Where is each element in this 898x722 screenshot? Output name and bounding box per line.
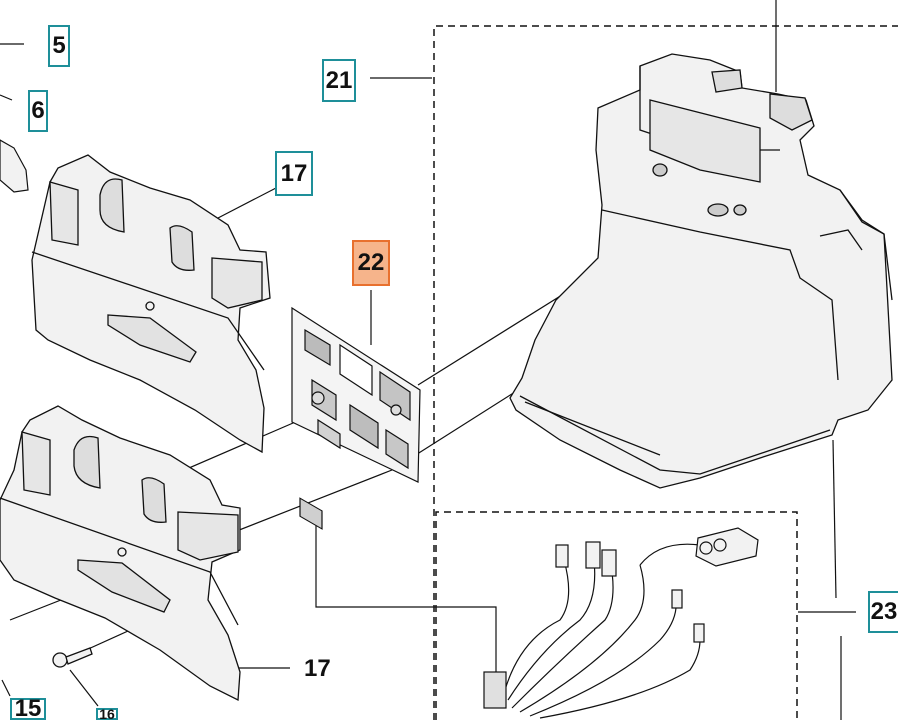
callout-6[interactable]: 6 [28, 90, 48, 132]
callout-16[interactable]: 16 [96, 707, 118, 721]
screw [52, 647, 93, 668]
leader-board-to-wiring [315, 515, 497, 680]
group-box-wiring [435, 511, 798, 720]
leader-15 [1, 679, 11, 697]
label-17-bottom: 17 [304, 655, 331, 682]
leader-6 [0, 94, 13, 101]
callout-22-highlighted[interactable]: 22 [352, 240, 390, 286]
rear-cover-lower [0, 405, 241, 702]
callout-5[interactable]: 5 [48, 25, 70, 67]
wire-connectors [483, 527, 759, 709]
callout-21[interactable]: 21 [322, 59, 356, 102]
callout-17-top[interactable]: 17 [275, 151, 313, 196]
leader-17-top [217, 187, 277, 219]
wiring-harness [504, 539, 721, 719]
circuit-board [291, 306, 421, 530]
leader-23-up [832, 439, 837, 599]
callout-15[interactable]: 15 [10, 697, 46, 721]
rear-cover-upper [31, 154, 271, 454]
bracket-part [0, 139, 29, 193]
main-housing [509, 53, 893, 489]
group-box-21 [433, 25, 898, 720]
callout-23[interactable]: 23 [868, 591, 898, 633]
leader-16 [69, 669, 99, 707]
